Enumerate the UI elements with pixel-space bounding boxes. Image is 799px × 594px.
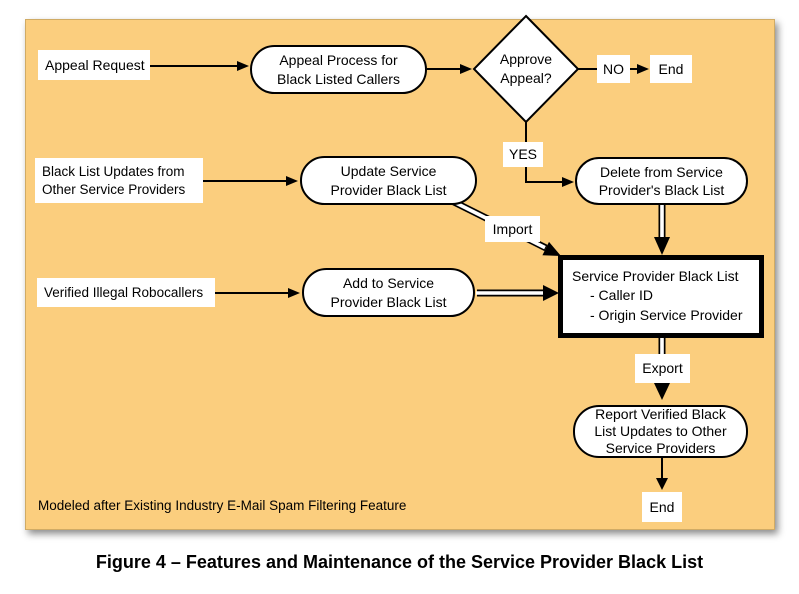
approve-appeal-decision-label: Approve Appeal? xyxy=(499,51,553,86)
edge-report-to-end xyxy=(656,458,668,490)
appeal-request-label: Appeal Request xyxy=(38,50,150,80)
add-blacklist-step: Add to Service Provider Black List xyxy=(302,268,475,317)
blacklist-updates-input-label: Black List Updates from Other Service Pr… xyxy=(35,158,203,203)
edge-robocallers-to-add xyxy=(205,288,300,298)
end-terminator-top: End xyxy=(650,55,692,83)
edge-add-to-blacklist-db xyxy=(476,285,559,301)
figure-caption: Figure 4 – Features and Maintenance of t… xyxy=(95,552,704,572)
end-terminator-bottom: End xyxy=(642,492,682,522)
yes-branch-label: YES xyxy=(503,142,543,167)
import-edge-label: Import xyxy=(485,216,540,242)
blacklist-field-origin-provider: - Origin Service Provider xyxy=(590,306,743,323)
export-edge-label: Export xyxy=(635,354,690,383)
edge-no-to-end xyxy=(630,64,649,74)
edge-appeal-request-to-appeal-process xyxy=(140,61,249,71)
blacklist-field-caller-id: - Caller ID xyxy=(590,287,654,304)
service-provider-blacklist-datastore: Service Provider Black List - Caller ID … xyxy=(558,255,764,338)
delete-blacklist-step: Delete from Service Provider's Black Lis… xyxy=(575,157,748,205)
appeal-process-step: Appeal Process for Black Listed Callers xyxy=(250,45,427,94)
edge-delete-to-blacklist-db xyxy=(654,204,670,255)
blacklist-datastore-title: Service Provider Black List xyxy=(572,268,739,284)
update-blacklist-step: Update Service Provider Black List xyxy=(300,156,477,205)
diagram-footnote: Modeled after Existing Industry E-Mail S… xyxy=(38,498,407,513)
verified-robocallers-input-label: Verified Illegal Robocallers xyxy=(37,278,215,307)
report-updates-step: Report Verified Black List Updates to Ot… xyxy=(573,405,748,458)
edge-appeal-process-to-decision xyxy=(427,64,472,74)
approve-appeal-diamond xyxy=(472,14,580,124)
no-branch-label: NO xyxy=(597,55,630,83)
